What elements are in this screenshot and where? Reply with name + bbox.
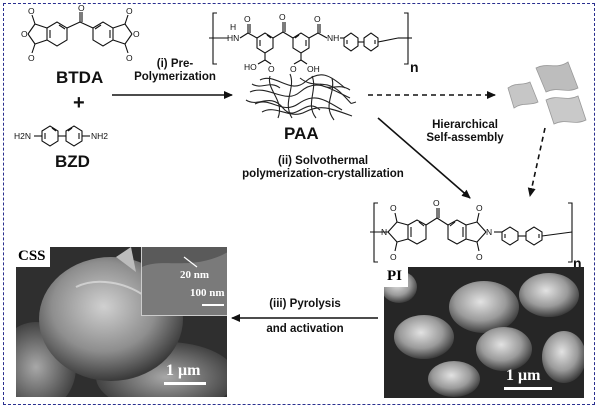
atom-label: O [279, 12, 286, 22]
arrow-solvothermal [377, 117, 471, 199]
css-inset-texture [142, 247, 227, 315]
self-assembly-line1: Hierarchical [432, 119, 498, 131]
dashed-frame [3, 3, 595, 405]
arrow-to-pi-dashed [527, 127, 546, 197]
atom-label: O [244, 14, 251, 24]
inset-thickness-label: 20 nm [180, 269, 210, 281]
css-scale-label: 1 μm [166, 362, 201, 379]
btda-atoms: O O O O O O O [21, 3, 140, 63]
step3-label: (iii) Pyrolysis and activation [250, 298, 360, 336]
pi-tag-bg [384, 267, 408, 287]
atom-label: NH [327, 33, 339, 43]
atom-label: O [28, 53, 35, 63]
atom-label: O [126, 53, 133, 63]
step1-line2: Polymerization [134, 71, 216, 83]
atom-label: O [126, 6, 133, 16]
paa-polymer-chains [245, 73, 357, 121]
pi-sem-image: PI 1 μm [384, 267, 584, 398]
pi-sem-texture [384, 267, 584, 398]
atom-label: O [21, 29, 28, 39]
atom-label: O [390, 203, 397, 213]
atom-label: OH [307, 64, 320, 74]
atom-label: O [433, 198, 440, 208]
css-scale-bar [164, 382, 206, 385]
css-tag-bg [16, 247, 50, 267]
atom-label: N [381, 227, 387, 237]
paa-atoms: HN H O O O NH HO O O OH n [227, 12, 419, 75]
pi-scale-bar [504, 387, 552, 390]
step2-label: (ii) Solvothermal polymerization-crystal… [228, 155, 418, 181]
step1-label: (i) Pre- Polymerization [130, 58, 220, 84]
atom-label: HN [227, 33, 239, 43]
css-panel-label: CSS [18, 248, 46, 264]
atom-label: O [268, 64, 275, 74]
pi-scale-label: 1 μm [506, 367, 541, 384]
atom-label: O [133, 29, 140, 39]
repeat-index: n [410, 59, 419, 75]
step2-line2: polymerization-crystallization [242, 168, 404, 180]
inset-scale-label: 100 nm [190, 287, 225, 299]
pi-panel-label: PI [387, 268, 402, 284]
atom-label: O [78, 3, 85, 13]
atom-label: O [390, 252, 397, 262]
paa-structure [209, 12, 412, 65]
bzd-label: BZD [55, 152, 90, 171]
step2-line1: (ii) Solvothermal [277, 155, 369, 167]
self-assembly-label: Hierarchical Self-assembly [410, 119, 520, 145]
assembled-sheets [507, 61, 587, 125]
atom-label: O [476, 203, 483, 213]
step3-line1: (iii) Pyrolysis [269, 298, 341, 310]
css-sem-image: 20 nm 100 nm CSS 1 μm [16, 247, 227, 397]
atom-label: HO [244, 62, 257, 72]
self-assembly-line2: Self-assembly [426, 132, 504, 144]
atom-label: O [290, 64, 297, 74]
atom-label: O [314, 14, 321, 24]
repeat-index: n [573, 255, 582, 271]
atom-label: H [230, 22, 236, 32]
step1-line1: (i) Pre- [156, 58, 194, 70]
pi-structure [370, 202, 573, 263]
bzd-atoms: H2N NH2 [14, 131, 108, 141]
atom-label: O [476, 252, 483, 262]
btda-label: BTDA [56, 68, 104, 87]
atom-label: O [28, 6, 35, 16]
plus-sign: + [73, 92, 85, 114]
btda-structure [27, 12, 133, 54]
pi-atoms: N O O O O O N n [381, 198, 582, 271]
bzd-structure [34, 125, 90, 147]
css-inset-image: 20 nm 100 nm [141, 247, 227, 316]
paa-label: PAA [284, 124, 319, 143]
atom-label: H2N [14, 131, 31, 141]
atom-label: N [486, 227, 492, 237]
step3-line2: and activation [266, 323, 344, 335]
atom-label: NH2 [91, 131, 108, 141]
